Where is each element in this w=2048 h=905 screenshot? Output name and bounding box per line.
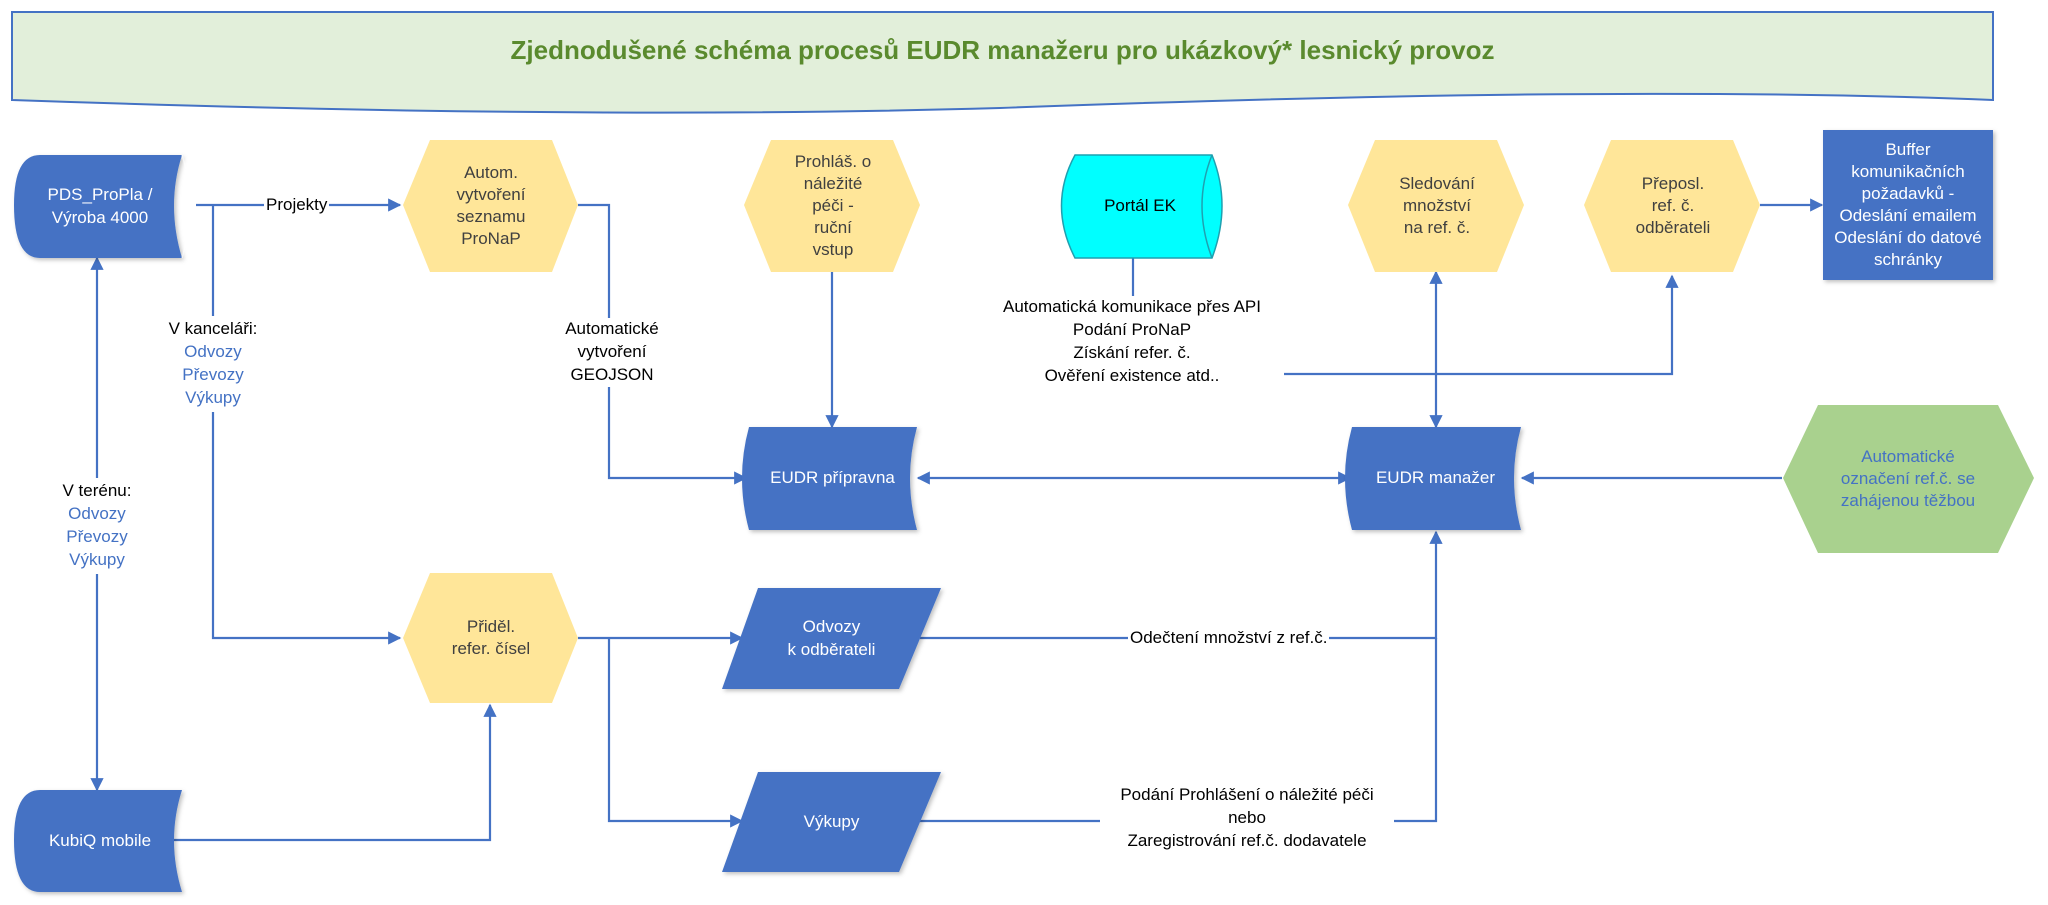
edge-kubiq-pridel (170, 703, 497, 842)
node-manazer-label: EUDR manažer (1375, 468, 1496, 488)
node-pds-shape (14, 155, 182, 258)
node-preposl-label: Přeposl. ref. č. odběrateli (1635, 173, 1711, 238)
node-odvozy-shape (722, 588, 941, 689)
label-api: Automatická komunikace přes API Podání P… (980, 296, 1284, 388)
label-kancelar-items: Odvozy Převozy Výkupy (182, 341, 244, 407)
edge-odvozy-manazer (920, 530, 1443, 640)
node-vykupy-label: Výkupy (803, 811, 860, 831)
node-buffer-label: Buffer komunikačních požadavků - Odeslán… (1834, 139, 1982, 270)
node-autom-shape (403, 140, 578, 272)
node-portal-label: Portál EK (1104, 196, 1176, 216)
node-preposl-shape (1584, 140, 1760, 272)
page-title: Zjednodušené schéma procesů EUDR manažer… (510, 35, 1495, 66)
node-sledovani-shape (1348, 140, 1524, 272)
label-teren-title: V terénu: (62, 481, 132, 500)
edge-pridel-vykupy (607, 638, 744, 828)
label-projekty: Projekty (264, 194, 330, 217)
label-kancelar-title: V kanceláři: (168, 319, 258, 338)
label-podani: Podání Prohlášení o náležité péči nebo Z… (1100, 784, 1394, 853)
node-pripravna-label: EUDR přípravna (770, 468, 895, 488)
node-auto-shape (1783, 405, 2034, 553)
label-kancelar: V kanceláři: Odvozy Převozy Výkupy (148, 316, 278, 412)
node-vykupy-shape (722, 772, 941, 872)
node-sledovani-label: Sledování množství na ref. č. (1399, 173, 1475, 238)
title-banner (11, 11, 1994, 114)
edge-api-preposl (1256, 274, 1679, 376)
edge-pds-pridel (211, 205, 402, 645)
edge-vykupy-manazer (920, 638, 1438, 823)
node-autom-label: Autom. vytvoření seznamu ProNaP (456, 162, 526, 249)
node-kubiq-label: KubiQ mobile (48, 830, 152, 850)
node-manazer-shape (1345, 427, 1521, 530)
node-prohlas-shape (744, 140, 920, 272)
node-pds-label: PDS_ProPla / Výroba 4000 (47, 185, 153, 227)
node-kubiq-shape (14, 790, 182, 892)
label-teren-items: Odvozy Převozy Výkupy (66, 503, 128, 569)
label-geojson: Automatické vytvoření GEOJSON (548, 318, 676, 387)
node-pripravna-shape (742, 427, 917, 530)
label-teren: V terénu: Odvozy Převozy Výkupy (45, 478, 149, 574)
node-prohlas-label: Prohláš. o náležité péči - ruční vstup (794, 151, 872, 260)
node-pridel-shape (403, 573, 578, 703)
node-odvozy-label: Odvozy k odběrateli (787, 617, 876, 659)
label-odecteni: Odečtení množství z ref.č. (1128, 627, 1330, 650)
node-auto-label: Automatické označení ref.č. se zahájenou… (1840, 446, 1976, 511)
node-pridel-label: Přiděl. refer. čísel (451, 616, 531, 658)
node-buffer-shape (1823, 130, 1993, 280)
